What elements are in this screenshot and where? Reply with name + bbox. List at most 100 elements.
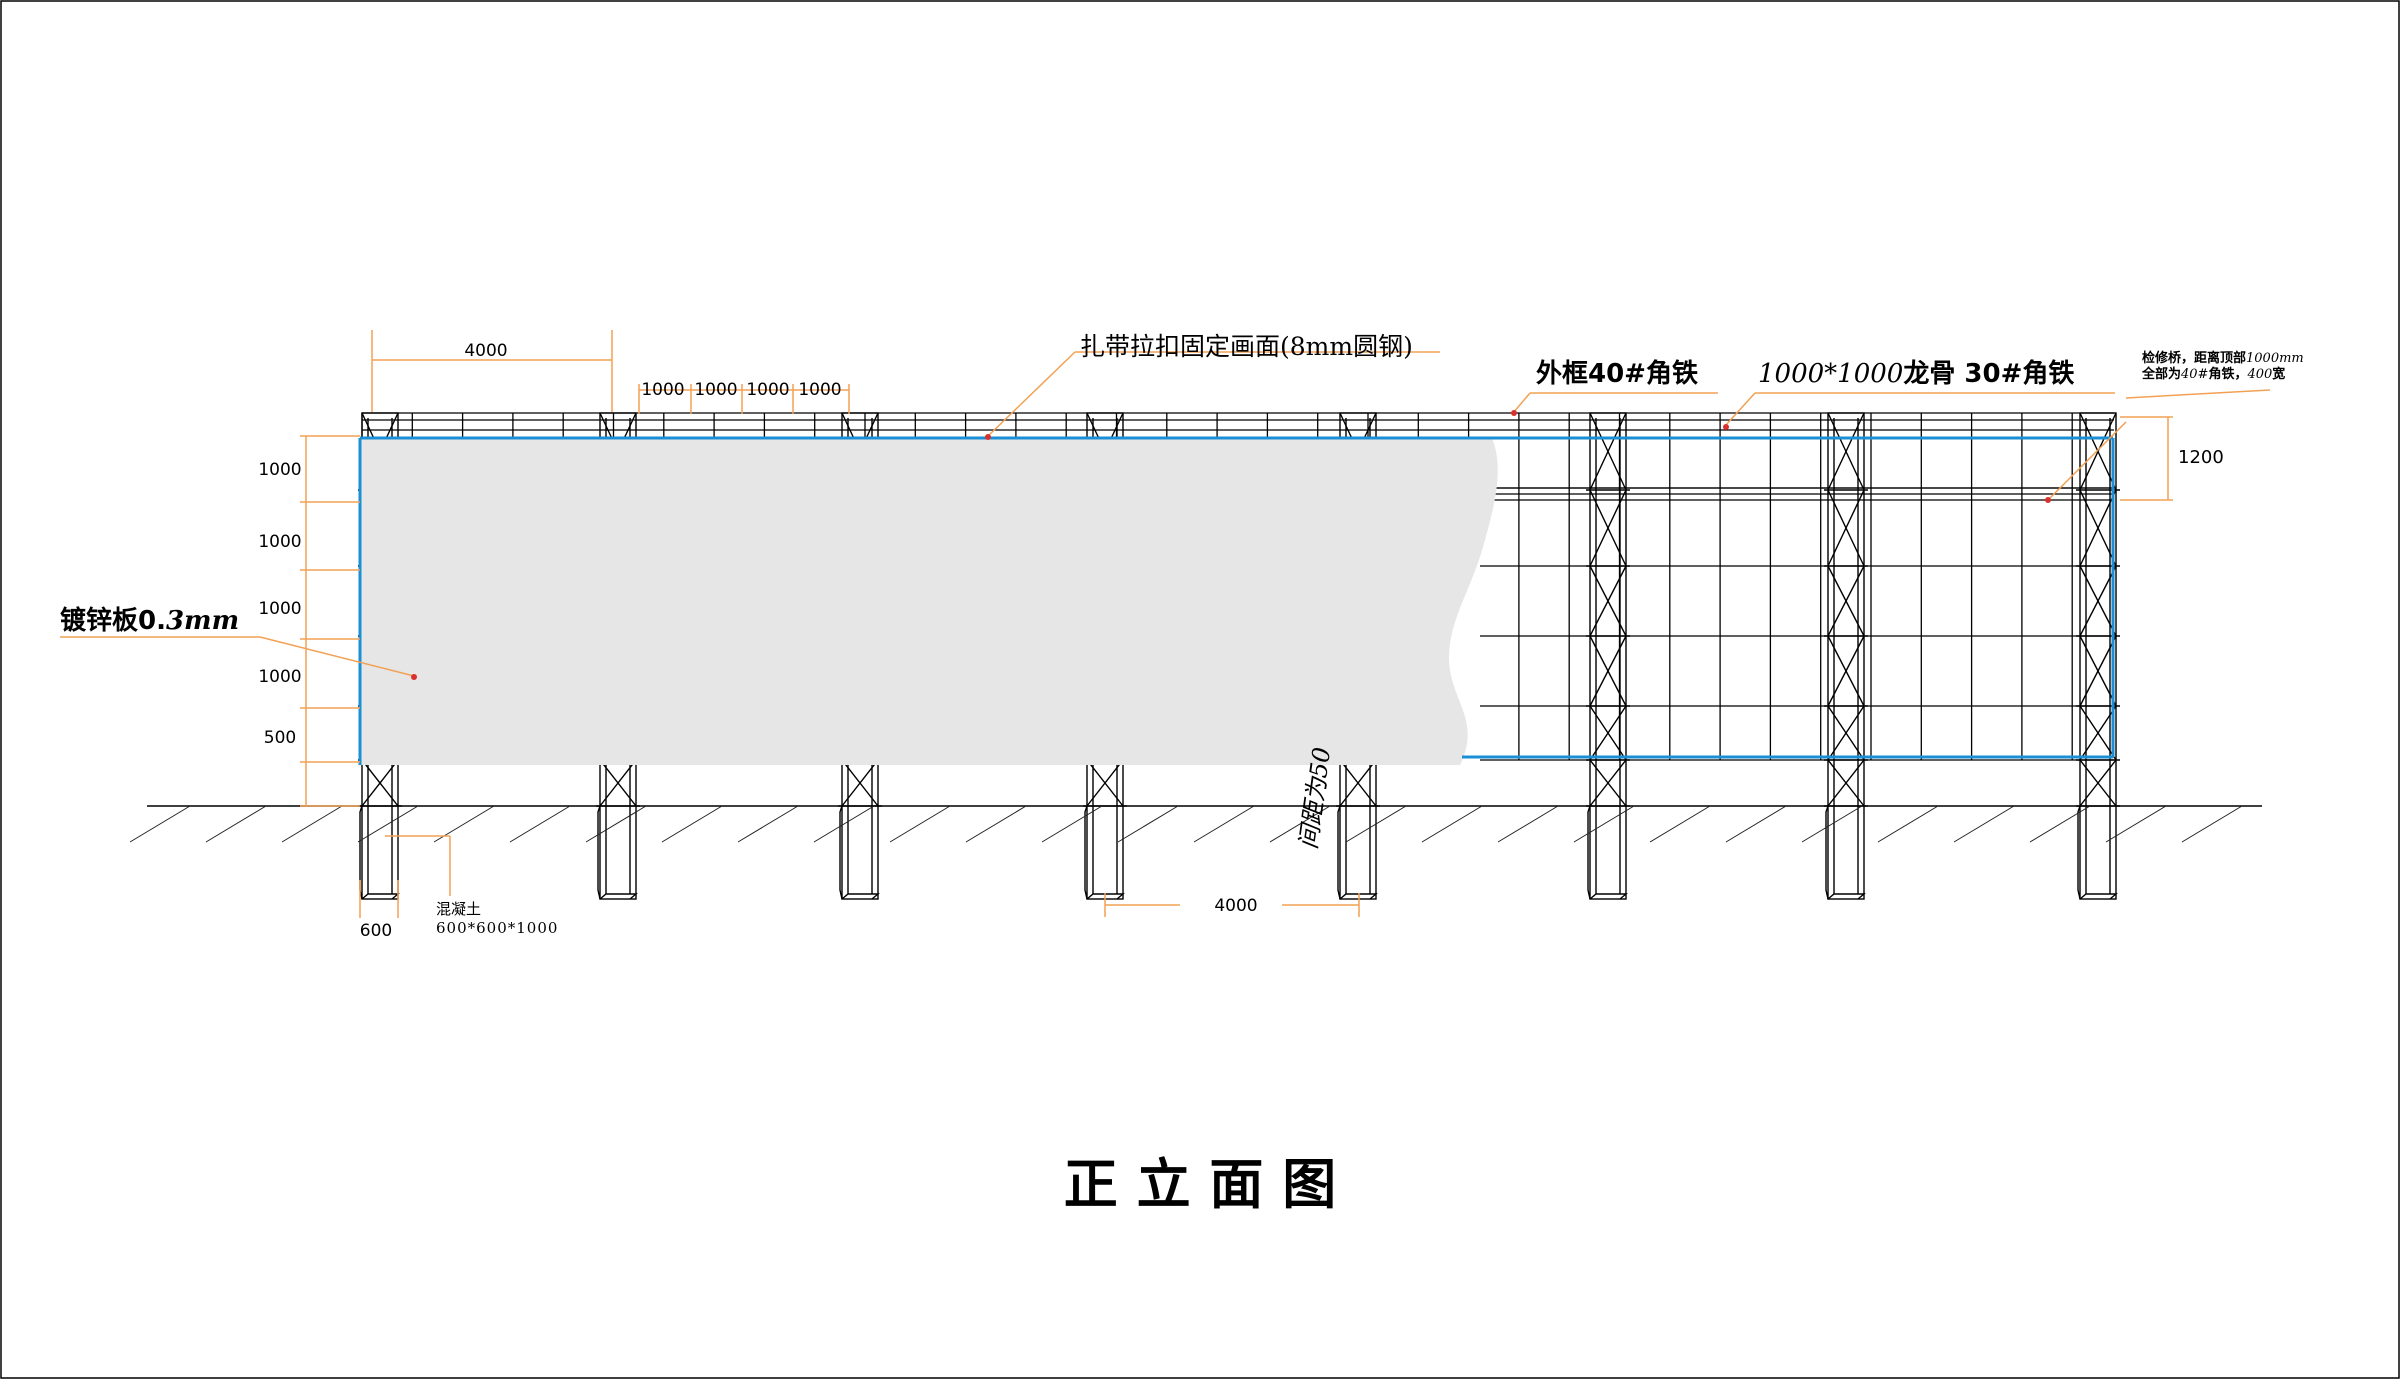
marker-outer-frame	[1511, 410, 1517, 416]
ground-hatch	[889, 805, 951, 843]
callout-markers	[411, 410, 2051, 680]
post-footing	[1825, 805, 1829, 900]
ground-hatch	[1117, 805, 1179, 843]
dim-right-height: 1200	[2178, 447, 2224, 468]
post-brace	[1589, 705, 1627, 761]
label-keel-size: 1000*1000	[1758, 359, 1903, 389]
ground-hatch	[813, 805, 875, 843]
post-footing	[1587, 805, 1591, 900]
dimension-lines	[60, 330, 2271, 918]
post-brace	[2079, 565, 2117, 637]
ground-hatch	[2105, 805, 2167, 843]
dim-left-3: 1000	[258, 599, 301, 619]
steel-post	[1586, 412, 1630, 900]
post-base	[2079, 893, 2118, 900]
post-base	[1339, 893, 1378, 900]
label-cable-tie: 扎带拉扣固定画面(8mm圆钢)	[1080, 332, 1413, 361]
post-brace	[1827, 759, 1865, 807]
outer-frame-blue	[358, 436, 2115, 765]
marker-galvanized	[411, 674, 417, 680]
post-brace	[361, 759, 399, 807]
ground-hatch	[661, 805, 723, 843]
ground-hatch	[965, 805, 1027, 843]
post-footing	[1337, 805, 1341, 900]
label-concrete-line1: 混凝土	[436, 900, 481, 918]
ground-hatch	[281, 805, 343, 843]
ground-hatch	[737, 805, 799, 843]
post-base	[1086, 893, 1125, 900]
post-brace	[1827, 635, 1865, 707]
label-walkway-line2: 全部为40#角铁，400宽	[2141, 366, 2285, 382]
post-brace	[1827, 412, 1865, 491]
label-walkway-l2d: 400	[2246, 367, 2272, 382]
dim-bottom-span: 4000	[1214, 896, 1257, 916]
dim-left-4: 1000	[258, 667, 301, 687]
post-brace	[2079, 705, 2117, 761]
post-brace	[2079, 635, 2117, 707]
post-brace	[1827, 565, 1865, 637]
post-footing	[1084, 805, 1088, 900]
post-outline	[1589, 412, 1627, 900]
dim-left-2: 1000	[258, 532, 301, 552]
post-footing	[597, 805, 601, 900]
post-brace	[1589, 565, 1627, 637]
ground-hatch	[1041, 805, 1103, 843]
label-galvanized-a: 镀锌板0.	[60, 605, 166, 636]
post-base	[1827, 893, 1866, 900]
post-base	[599, 893, 638, 900]
ground-hatch	[1497, 805, 1559, 843]
dim-left-5: 500	[264, 728, 296, 748]
post-brace	[1827, 489, 1865, 567]
keel-grid	[361, 412, 2114, 761]
marker-keel	[1723, 424, 1729, 430]
label-galvanized: 镀锌板0.3mm	[60, 605, 239, 636]
post-brace	[2079, 759, 2117, 807]
ground-hatch	[1269, 805, 1331, 843]
ground-hatch	[1573, 805, 1635, 843]
post-brace	[1589, 635, 1627, 707]
post-brace	[1339, 759, 1377, 807]
steel-post	[2076, 412, 2120, 900]
post-brace	[1589, 759, 1627, 807]
label-walkway-l1a: 检修桥，距离顶部	[2142, 350, 2246, 366]
ground-hatch	[357, 805, 419, 843]
label-walkway-line1: 检修桥，距离顶部1000mm	[2142, 350, 2304, 366]
post-brace	[1589, 489, 1627, 567]
post-brace	[2079, 489, 2117, 567]
steel-post	[1824, 412, 1868, 900]
dim-left-1: 1000	[258, 460, 301, 480]
post-outline	[1827, 412, 1865, 900]
label-galvanized-b: 3mm	[166, 606, 239, 636]
post-brace	[1086, 759, 1124, 807]
ground-hatch	[585, 805, 647, 843]
ground-hatch	[1725, 805, 1787, 843]
dim-grid-1: 1000	[641, 380, 684, 400]
ground-hatch	[1193, 805, 1255, 843]
post-footing	[359, 805, 363, 900]
label-outer-frame: 外框40#角铁	[1536, 358, 1698, 389]
ground-hatch	[1649, 805, 1711, 843]
label-walkway-l2a: 全部为	[2141, 366, 2181, 382]
dim-top-span: 4000	[464, 341, 507, 361]
ground-hatch	[1953, 805, 2015, 843]
dim-grid-4: 1000	[798, 380, 841, 400]
ground-hatch	[129, 805, 191, 843]
post-brace	[2079, 412, 2117, 491]
dim-grid-2: 1000	[694, 380, 737, 400]
label-keel-material: 龙骨 30#角铁	[1903, 358, 2074, 389]
post-base	[1589, 893, 1628, 900]
post-footing	[839, 805, 843, 900]
marker-walkway	[2045, 497, 2051, 503]
label-walkway-l2e: 宽	[2271, 366, 2285, 382]
ground-line	[129, 805, 2262, 843]
ground-hatch	[2181, 805, 2243, 843]
post-base	[841, 893, 880, 900]
post-footing	[2077, 805, 2081, 900]
post-brace	[1589, 412, 1627, 491]
post-brace	[841, 759, 879, 807]
label-keel: 1000*1000龙骨 30#角铁	[1758, 358, 2074, 389]
galvanized-panel	[360, 438, 1498, 765]
